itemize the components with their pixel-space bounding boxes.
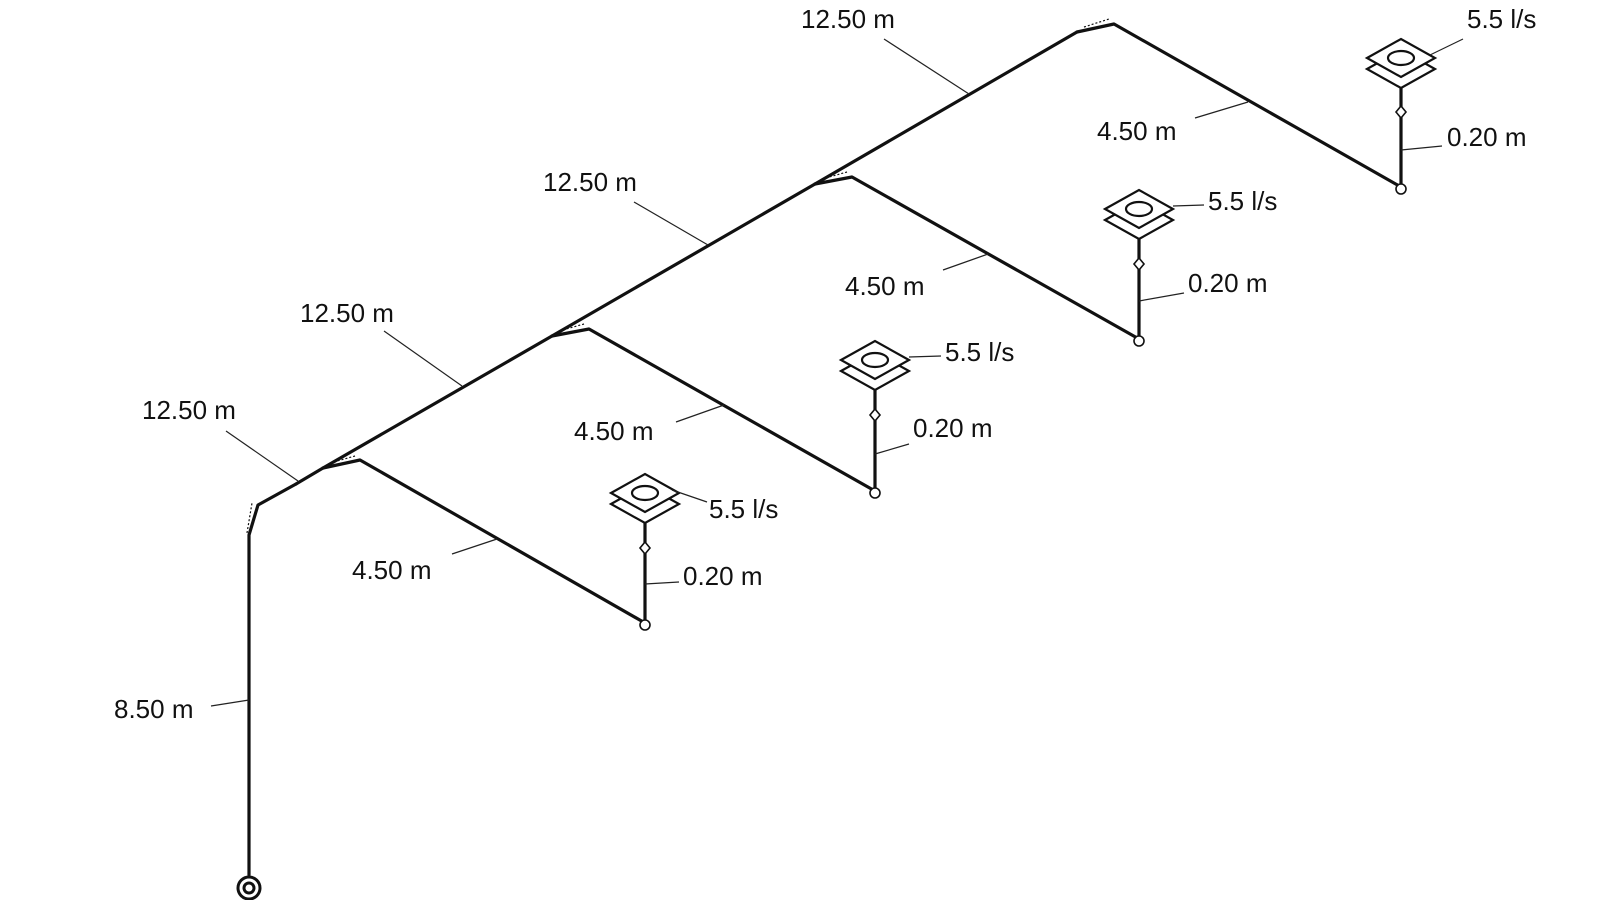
branch-1-length-label: 4.50 m — [352, 555, 432, 585]
branch-1 — [321, 455, 647, 625]
main-segment-1 — [294, 466, 325, 486]
ceiling-outlet-icon — [1102, 188, 1176, 241]
branch-2 — [550, 323, 877, 493]
pipe-end-icon — [639, 619, 651, 631]
main-segment-4 — [813, 30, 1079, 186]
valve-icon — [1394, 104, 1408, 120]
branch-4 — [1075, 18, 1403, 189]
valve-icon — [868, 407, 882, 423]
main-segment-2 — [321, 334, 554, 470]
riser-pipe — [246, 482, 298, 877]
ceiling-outlet-icon — [608, 472, 682, 525]
branch-4-flow-label: 5.5 l/s — [1467, 4, 1536, 34]
source-connection-icon — [236, 875, 262, 900]
main-segment-4-length-label: 12.50 m — [801, 4, 895, 34]
ceiling-outlet-icon — [838, 339, 912, 392]
branch-1-drop-label: 0.20 m — [683, 561, 763, 591]
branch-3-length-label: 4.50 m — [845, 271, 925, 301]
branch-4-drop-label: 0.20 m — [1447, 122, 1527, 152]
branch-2-flow-label: 5.5 l/s — [945, 337, 1014, 367]
main-segment-1-length-label: 12.50 m — [142, 395, 236, 425]
main-segment-2-length-label: 12.50 m — [300, 298, 394, 328]
branch-2-drop-label: 0.20 m — [913, 413, 993, 443]
branch-3-flow-label: 5.5 l/s — [1208, 186, 1277, 216]
leader-lines — [210, 38, 1464, 707]
branch-1-flow-label: 5.5 l/s — [709, 494, 778, 524]
branch-4-length-label: 4.50 m — [1097, 116, 1177, 146]
riser-length-label: 8.50 m — [114, 694, 194, 724]
main-segment-3 — [550, 182, 817, 338]
ceiling-outlet-icon — [1364, 37, 1438, 90]
branch-3 — [813, 171, 1141, 341]
main-line — [294, 30, 1079, 486]
pipe-end-icon — [1133, 335, 1145, 347]
pipe-end-icon — [869, 487, 881, 499]
branch-2-length-label: 4.50 m — [574, 416, 654, 446]
valve-icon — [638, 540, 652, 556]
valve-icon — [1132, 256, 1146, 272]
branch-3-drop-label: 0.20 m — [1188, 268, 1268, 298]
main-segment-3-length-label: 12.50 m — [543, 167, 637, 197]
pipe-end-icon — [1395, 183, 1407, 195]
